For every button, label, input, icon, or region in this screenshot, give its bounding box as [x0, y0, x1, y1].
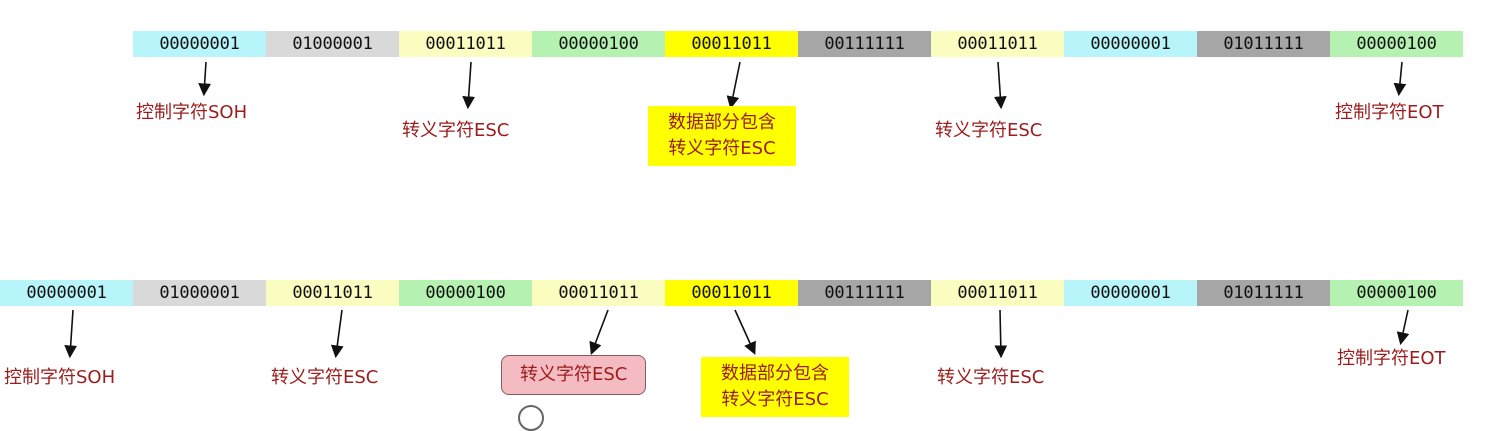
bottom-label-inserted-esc: 转义字符ESC: [501, 355, 647, 395]
top-byte-data-dark: 00111111: [798, 31, 931, 57]
bottom-label-data-line1: 数据部分包含: [721, 363, 829, 384]
top-byte-data: 00000100: [532, 31, 665, 57]
arrow-bottom-eot: [1396, 309, 1410, 346]
top-byte-soh: 00000001: [133, 31, 266, 57]
bottom-label-esc1: 转义字符ESC: [271, 367, 379, 388]
arrow-bottom-esc2: [994, 309, 1008, 359]
arrow-bottom-inserted-esc: [589, 309, 609, 355]
top-byte-data-esc: 00011011: [665, 31, 798, 57]
bottom-byte-data-dark: 00111111: [798, 280, 931, 306]
bottom-byte-inserted-esc: 00011011: [532, 280, 665, 306]
top-frame-bytes: 00000001 01000001 00011011 00000100 0001…: [133, 31, 1463, 57]
top-label-esc1: 转义字符ESC: [402, 120, 510, 141]
bottom-label-esc2: 转义字符ESC: [937, 367, 1045, 388]
bottom-byte-soh-2: 00000001: [1064, 280, 1197, 306]
bottom-byte-esc: 00011011: [266, 280, 399, 306]
top-byte-data-dark-2: 01011111: [1197, 31, 1330, 57]
arrow-bottom-soh: [64, 309, 78, 359]
bottom-label-data-line2: 转义字符ESC: [721, 389, 829, 410]
arrow-bottom-esc1: [330, 309, 344, 359]
top-byte-esc-2: 00011011: [931, 31, 1064, 57]
arrow-bottom-data-esc: [734, 309, 756, 355]
bottom-label-soh: 控制字符SOH: [4, 367, 116, 388]
top-label-eot: 控制字符EOT: [1335, 102, 1444, 123]
arrow-top-esc1: [462, 61, 476, 110]
top-byte-header: 01000001: [266, 31, 399, 57]
top-label-data-line1: 数据部分包含: [668, 112, 776, 133]
arrow-top-eot: [1393, 61, 1407, 97]
top-byte-esc: 00011011: [399, 31, 532, 57]
bottom-byte-header: 01000001: [133, 280, 266, 306]
bottom-label-data-esc: 数据部分包含 转义字符ESC: [701, 357, 849, 417]
top-label-data-line2: 转义字符ESC: [668, 138, 776, 159]
bottom-byte-data-dark-2: 01011111: [1197, 280, 1330, 306]
top-label-data-esc: 数据部分包含 转义字符ESC: [648, 106, 796, 166]
arrow-top-soh: [198, 61, 212, 97]
arrow-top-esc2: [993, 61, 1007, 110]
top-label-esc2: 转义字符ESC: [935, 120, 1043, 141]
bottom-frame-bytes: 00000001 01000001 00011011 00000100 0001…: [0, 280, 1463, 306]
bottom-label-eot: 控制字符EOT: [1337, 348, 1446, 369]
cursor-ring-icon: [518, 405, 544, 431]
bottom-byte-data: 00000100: [399, 280, 532, 306]
arrows-layer: [64, 61, 1410, 359]
top-byte-eot: 00000100: [1330, 31, 1463, 57]
top-label-soh: 控制字符SOH: [136, 102, 248, 123]
bottom-byte-data-esc: 00011011: [665, 280, 798, 306]
top-byte-soh-2: 00000001: [1064, 31, 1197, 57]
bottom-byte-eot: 00000100: [1330, 280, 1463, 306]
bottom-byte-esc-2: 00011011: [931, 280, 1064, 306]
arrow-top-data-esc: [726, 61, 741, 110]
bottom-byte-soh: 00000001: [0, 280, 133, 306]
